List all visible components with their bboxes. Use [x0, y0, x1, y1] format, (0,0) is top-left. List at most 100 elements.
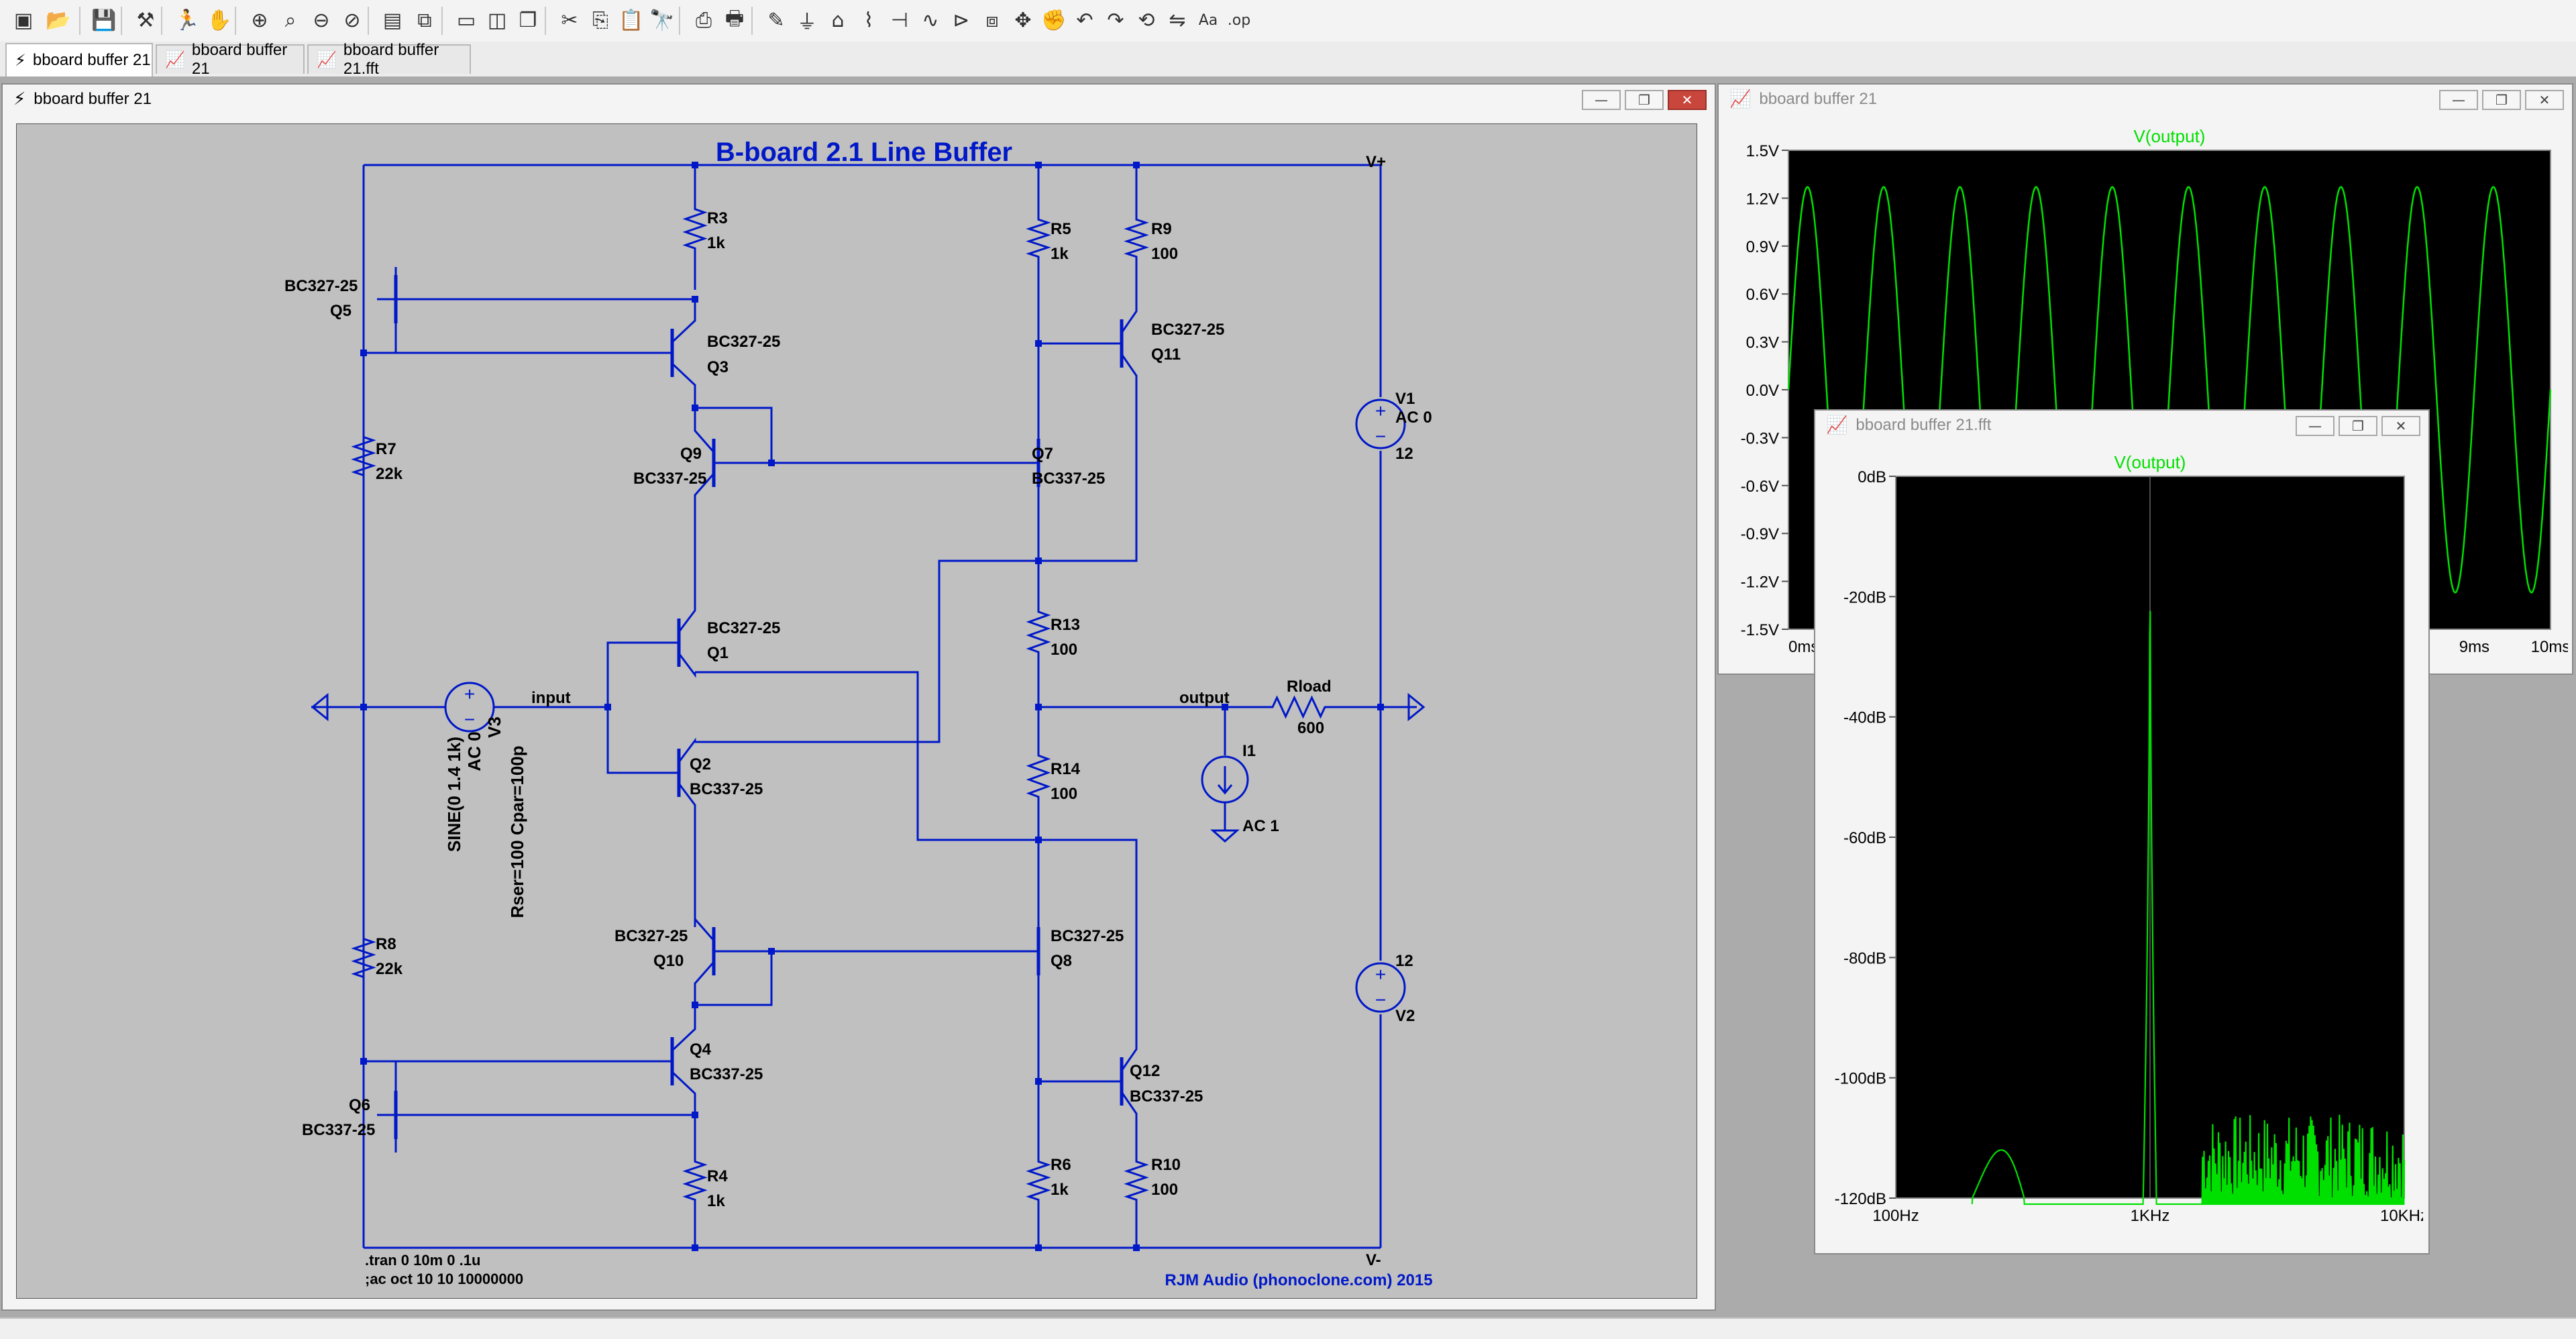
tile-horizontal-icon[interactable]: ▭ [456, 8, 476, 32]
component-label: Q3 [707, 358, 729, 376]
junction [692, 405, 698, 411]
fft-plot[interactable]: V(output)0dB-20dB-40dB-60dB-80dB-100dB-1… [1821, 445, 2423, 1248]
q6-transistor[interactable] [377, 1061, 398, 1153]
schematic-heading: B-board 2.1 Line Buffer [716, 138, 1012, 167]
v3-source-label: SINE(0 1.4 1k) [444, 737, 464, 852]
schematic-icon: ⚡ [15, 51, 26, 70]
restore-button[interactable]: ❐ [1625, 90, 1664, 110]
fft-window-titlebar[interactable]: 📈 bboard buffer 21.fft — ❐ ✕ [1815, 411, 2428, 440]
undo-icon[interactable]: ↶ [1076, 8, 1093, 32]
component-icon[interactable]: ⧈ [985, 8, 999, 32]
component-label: 1k [707, 1192, 725, 1210]
ground-icon[interactable]: ⏚ [797, 11, 817, 34]
junction [1133, 1244, 1140, 1251]
open-icon[interactable]: 📂 [46, 8, 71, 32]
new-schematic-icon[interactable]: ▣ [13, 8, 34, 32]
save-icon[interactable]: 💾 [91, 8, 117, 32]
schematic-window: ⚡ bboard buffer 21 — ❐ ✕ +− +− +− B-board 2… [1, 83, 1716, 1311]
r8-resistor [351, 932, 376, 983]
minimize-button[interactable]: — [2439, 90, 2478, 110]
q2-transistor[interactable] [660, 737, 696, 914]
trace-label[interactable]: V(output) [2114, 452, 2186, 472]
waveform-icon: 📈 [317, 50, 337, 69]
junction [692, 1112, 698, 1118]
spice-directive[interactable]: .tran 0 10m 0 .1u [365, 1252, 480, 1269]
component-label: BC327-25 [1051, 927, 1124, 945]
tab-waveform[interactable]: 📈 bboard buffer 21 [156, 41, 305, 78]
close-button[interactable]: ✕ [2381, 416, 2420, 436]
q12-transistor[interactable] [1103, 962, 1138, 1155]
q4-transistor[interactable] [653, 1005, 696, 1115]
copy-icon[interactable]: ⎘ [592, 8, 608, 32]
drag-icon[interactable]: ✊ [1041, 8, 1067, 32]
run-icon[interactable]: 🏃 [174, 8, 200, 32]
control-panel-icon[interactable]: ⚒ [136, 8, 155, 32]
print-icon[interactable]: 🖶 [724, 6, 745, 30]
y-tick-label: -1.2V [1741, 574, 1779, 592]
diode-icon[interactable]: ⊳ [953, 8, 970, 32]
tile-vertical-icon[interactable]: ◫ [487, 8, 507, 32]
component-label: BC327-25 [707, 333, 780, 351]
component-label: 100 [1151, 245, 1178, 263]
autorange-icon[interactable]: ▤ [382, 8, 402, 32]
q8-transistor[interactable] [1020, 914, 1040, 1081]
tab-fft[interactable]: 📈 bboard buffer 21.fft [307, 41, 471, 78]
tab-schematic[interactable]: ⚡ bboard buffer 21 [5, 43, 153, 76]
close-button[interactable]: ✕ [1668, 90, 1707, 110]
component-label: output [1179, 689, 1230, 707]
minimize-button[interactable]: — [2296, 416, 2334, 436]
q9-transistor[interactable] [694, 408, 733, 531]
fit-icon[interactable]: ⧉ [417, 8, 432, 32]
paste-icon[interactable]: 📋 [619, 8, 644, 32]
rotate-icon[interactable]: ⟲ [1138, 8, 1155, 32]
q5-transistor[interactable] [377, 267, 398, 353]
component-label: 1k [1051, 1181, 1069, 1199]
zoom-area-icon[interactable]: ⌕ [284, 8, 297, 32]
window-title: bboard buffer 21 [34, 90, 152, 108]
print-setup-icon[interactable]: ⎙ [696, 8, 712, 32]
component-label: BC337-25 [690, 780, 763, 798]
spice-directive-icon[interactable]: .op [1227, 11, 1251, 29]
main-toolbar: ▣ 📂 💾 ⚒ 🏃 ✋ ⊕ ⌕ ⊖ ⊘ ▤ ⧉ ▭ ◫ ❐ ✂ ⎘ 📋🔭 ⎙ 🖶 ✎ ⏚ ⌂ ⌇ ⊣ ∿ ⊳ ⧈ ✥ ✊ ↶ ↷ ⟲ ⇋ Aa .op [0, 0, 2576, 43]
label-net-icon[interactable]: ⌂ [831, 8, 845, 32]
schematic-background [16, 123, 1697, 1299]
q10-transistor[interactable] [694, 914, 733, 1005]
y-tick-label: -60dB [1843, 829, 1886, 847]
schematic-window-titlebar[interactable]: ⚡ bboard buffer 21 — ❐ ✕ [3, 85, 1715, 114]
zoom-in-icon[interactable]: ⊕ [251, 8, 268, 32]
mirror-icon[interactable]: ⇋ [1169, 8, 1186, 32]
q3-transistor[interactable] [653, 299, 696, 408]
v2-source[interactable]: +− [1355, 962, 1406, 1013]
v1-source[interactable]: +− [1355, 398, 1406, 449]
component-label: R10 [1151, 1156, 1181, 1174]
series-line-v-output-fft[interactable] [1971, 610, 2406, 1206]
halt-icon[interactable]: ✋ [207, 8, 232, 32]
draw-wire-icon[interactable]: ✎ [767, 8, 785, 32]
component-label: R14 [1051, 760, 1081, 778]
restore-button[interactable]: ❐ [2339, 416, 2377, 436]
trace-label[interactable]: V(output) [2134, 126, 2206, 146]
x-tick-label: 10ms [2531, 638, 2568, 656]
resistor-icon[interactable]: ⌇ [863, 8, 874, 32]
spice-directive[interactable]: ;ac oct 10 10 10000000 [365, 1271, 523, 1287]
waveform-window-titlebar[interactable]: 📈 bboard buffer 21 — ❐ ✕ [1719, 85, 2572, 114]
zoom-out-icon[interactable]: ⊖ [313, 8, 330, 32]
y-tick-label: -100dB [1835, 1070, 1886, 1088]
zoom-cancel-icon[interactable]: ⊘ [343, 8, 361, 32]
capacitor-icon[interactable]: ⊣ [890, 8, 909, 32]
redo-icon[interactable]: ↷ [1107, 8, 1124, 32]
find-icon[interactable]: 🔭 [649, 8, 675, 32]
minimize-button[interactable]: — [1582, 90, 1621, 110]
v3-source[interactable]: +− [444, 682, 495, 733]
close-button[interactable]: ✕ [2525, 90, 2564, 110]
y-tick-label: -0.6V [1741, 478, 1779, 496]
cut-icon[interactable]: ✂ [561, 8, 578, 32]
cascade-icon[interactable]: ❐ [519, 8, 537, 32]
component-label: Q5 [330, 302, 352, 320]
inductor-icon[interactable]: ∿ [922, 8, 939, 32]
move-icon[interactable]: ✥ [1014, 8, 1032, 32]
restore-button[interactable]: ❐ [2482, 90, 2521, 110]
text-icon[interactable]: Aa [1198, 11, 1218, 29]
component-label: Q7 [1032, 445, 1053, 463]
